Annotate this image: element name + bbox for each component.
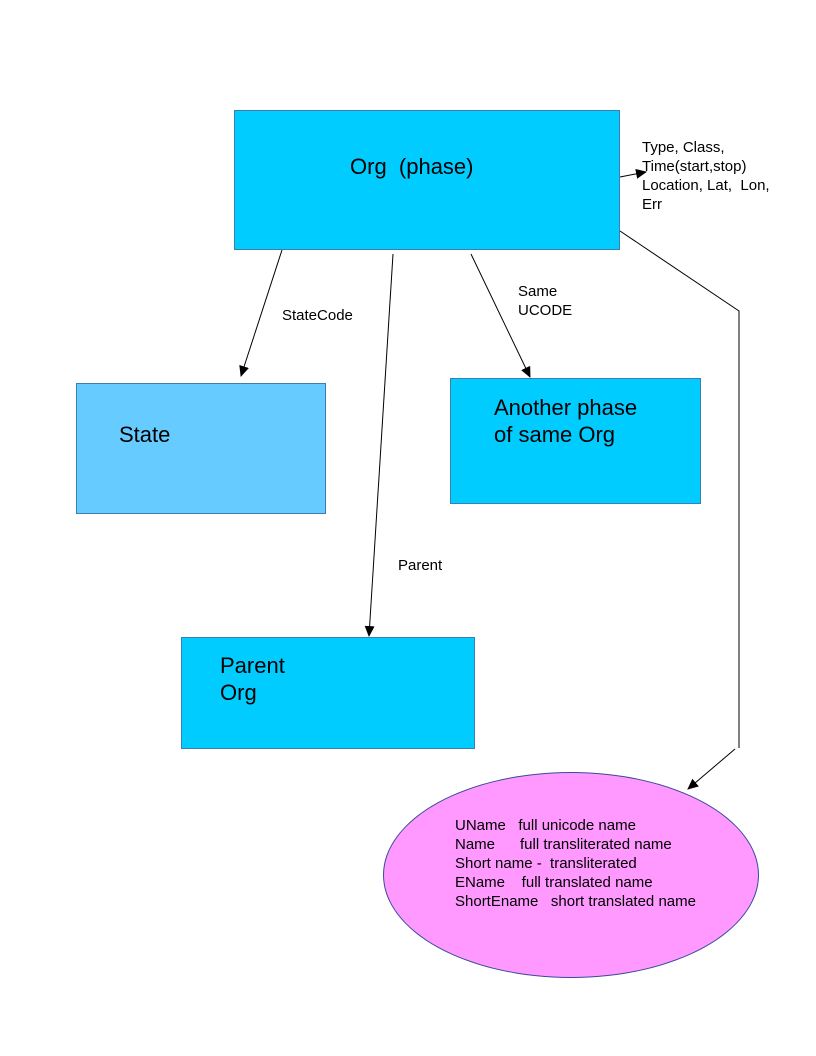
edge-names-arrow	[687, 748, 736, 790]
names-ellipse: UName full unicode name Name full transl…	[383, 772, 759, 978]
edge-parent	[364, 253, 394, 637]
parent-org-line1: Parent	[220, 653, 285, 678]
statecode-label: StateCode	[282, 307, 353, 324]
attributes-line2: Time(start,stop)	[642, 158, 747, 175]
attributes-line3: Location, Lat, Lon,	[642, 177, 770, 194]
parent-org-line2: Org	[220, 680, 257, 705]
edge-names	[619, 230, 740, 748]
names-line-ename: EName full translated name	[455, 874, 653, 891]
names-line-short-name: Short name - transliterated	[455, 855, 637, 872]
edge-same-ucode	[470, 253, 531, 378]
parent-org-box: Parent Org	[181, 637, 475, 749]
another-phase-line2: of same Org	[494, 422, 616, 447]
another-phase-box: Another phase of same Org	[450, 378, 701, 504]
names-line-name: Name full transliterated name	[455, 836, 672, 853]
attributes-line4: Err	[642, 196, 662, 213]
edge-statecode	[239, 249, 283, 377]
state-label: State	[119, 422, 171, 447]
org-phase-label: Org (phase)	[350, 154, 474, 179]
names-line-uname: UName full unicode name	[455, 817, 636, 834]
org-phase-box: Org (phase)	[234, 110, 620, 250]
same-ucode-line2: UCODE	[518, 302, 573, 319]
attributes-line1: Type, Class,	[642, 139, 725, 156]
edge-attributes	[619, 168, 647, 179]
state-box: State	[76, 383, 326, 514]
same-ucode-line1: Same	[518, 283, 558, 300]
parent-label: Parent	[398, 557, 443, 574]
another-phase-line1: Another phase	[494, 395, 638, 420]
names-line-short-ename: ShortEname short translated name	[455, 893, 696, 910]
